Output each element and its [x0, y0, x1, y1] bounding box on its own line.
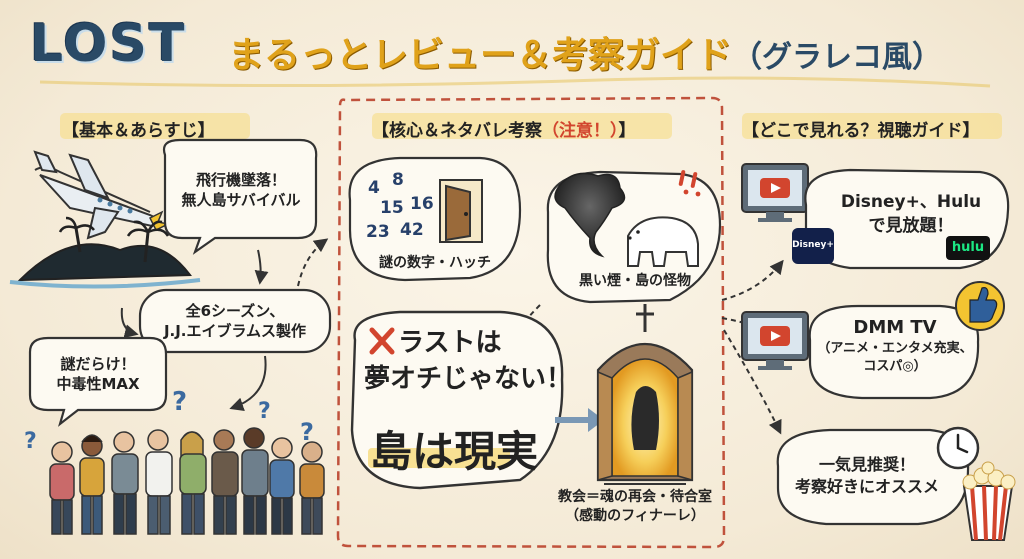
- binge-text: 一気見推奨！ 考察好きにオススメ: [782, 454, 952, 498]
- thumbs-up-icon: [955, 281, 1005, 331]
- section-header-core-end: 】: [618, 121, 636, 141]
- church-caption-line2: （感動のフィナーレ）: [565, 508, 705, 524]
- question-mark-icon: ? ? ? ?: [24, 387, 314, 454]
- binge-text-line2: 考察好きにオススメ: [794, 477, 939, 496]
- binge-bubble: [776, 428, 970, 526]
- dmm-text-line3: コスパ◎）: [863, 359, 927, 374]
- crash-text-line2: 無人島サバイバル: [181, 191, 301, 209]
- dmm-text-line2: （アニメ・エンタメ充実、: [817, 341, 973, 356]
- mystery-bubble: [28, 336, 168, 427]
- seasons-bubble: [138, 288, 332, 354]
- smoke-monster-icon: [554, 172, 626, 258]
- number-15: 15: [380, 198, 404, 218]
- crash-text: 飛行機墜落！ 無人島サバイバル: [166, 170, 316, 210]
- tv-icon: [741, 311, 809, 370]
- hulu-logo: [946, 236, 990, 260]
- seasons-text: 全6シーズン、 J.J.エイブラムス製作: [140, 301, 330, 341]
- airplane-icon: [33, 150, 171, 240]
- crash-text-line1: 飛行機墜落！: [195, 171, 286, 189]
- title-underline: [39, 76, 991, 88]
- watch-header-highlight: [742, 113, 1002, 139]
- disney-logo: [792, 228, 834, 264]
- exclamation-marks: [678, 170, 701, 197]
- mystery-text-line1: 謎だらけ！: [60, 355, 136, 373]
- section-header-core-warning: （注意！）: [542, 121, 619, 141]
- svg-text:?: ?: [300, 418, 314, 446]
- disney-logo-text: Disney+: [792, 240, 834, 250]
- number-42: 42: [400, 220, 424, 240]
- number-8: 8: [392, 170, 404, 190]
- binge-text-line1: 一気見推奨！: [818, 455, 915, 474]
- core-header-highlight: [372, 113, 672, 139]
- island-icon: [9, 216, 201, 289]
- tv-icon: [741, 163, 809, 222]
- door-icon: [439, 179, 483, 243]
- number-16: 16: [410, 194, 434, 214]
- hulu-logo-text: hulu: [951, 240, 985, 255]
- svg-text:?: ?: [172, 387, 187, 417]
- page-title-lost: LOST: [30, 14, 187, 74]
- x-mark-icon: [369, 327, 395, 355]
- numbers-caption: 謎の数字・ハッチ: [379, 255, 491, 271]
- page-title-paren: （グラレコ風）: [732, 40, 943, 75]
- seasons-text-line2: J.J.エイブラムス製作: [163, 322, 307, 340]
- section-header-watch: 【どこで見れる？視聴ガイド】: [742, 121, 980, 141]
- basics-header-highlight: [60, 113, 250, 139]
- ending-bubble: [350, 310, 564, 490]
- popcorn-icon: [962, 461, 1016, 541]
- seasons-text-line1: 全6シーズン、: [185, 302, 285, 320]
- disney-text: Disney+、Hulu で見放題！: [818, 190, 1004, 238]
- people-group-icon: [49, 427, 325, 535]
- not-dream-line1: ラストは: [398, 328, 502, 358]
- smoke-caption: 黒い煙・島の怪物: [579, 273, 691, 289]
- mystery-text-line2: 中毒性MAX: [56, 375, 140, 393]
- svg-text:?: ?: [24, 429, 37, 454]
- crash-bubble: [162, 138, 318, 255]
- page-title-rest: まるっとレビュー＆考察ガイド（グラレコ風）: [228, 26, 942, 78]
- number-4: 4: [368, 178, 380, 198]
- church-icon: [596, 304, 694, 485]
- number-23: 23: [366, 222, 390, 242]
- church-caption-line1: 教会＝魂の再会・待合室: [558, 489, 712, 505]
- dmm-text-line1: DMM TV: [853, 317, 937, 338]
- dmm-bubble: [808, 304, 980, 400]
- disney-text-line2: で見放題！: [868, 216, 954, 236]
- disney-text-line1: Disney+、Hulu: [840, 192, 982, 212]
- section-header-basics: 【基本＆あらすじ】: [62, 121, 215, 141]
- polar-bear-icon: [627, 216, 699, 267]
- mystery-text: 謎だらけ！ 中毒性MAX: [30, 354, 166, 394]
- dmm-text: DMM TV （アニメ・エンタメ充実、 コスパ◎）: [812, 316, 978, 376]
- section-header-core-main: 【核心＆ネタバレ考察: [372, 121, 542, 141]
- not-dream-line2: 夢オチじゃない！: [364, 364, 573, 394]
- clock-icon: [936, 426, 980, 470]
- svg-text:?: ?: [258, 399, 271, 424]
- island-real-highlight: [368, 448, 510, 468]
- page-title-main: まるっとレビュー＆考察ガイド: [228, 35, 733, 76]
- church-caption: 教会＝魂の再会・待合室 （感動のフィナーレ）: [548, 488, 722, 526]
- section-header-core: 【核心＆ネタバレ考察（注意！）】: [372, 116, 636, 141]
- spoiler-frame: [336, 96, 726, 549]
- island-real-text: 島は現実: [370, 427, 539, 476]
